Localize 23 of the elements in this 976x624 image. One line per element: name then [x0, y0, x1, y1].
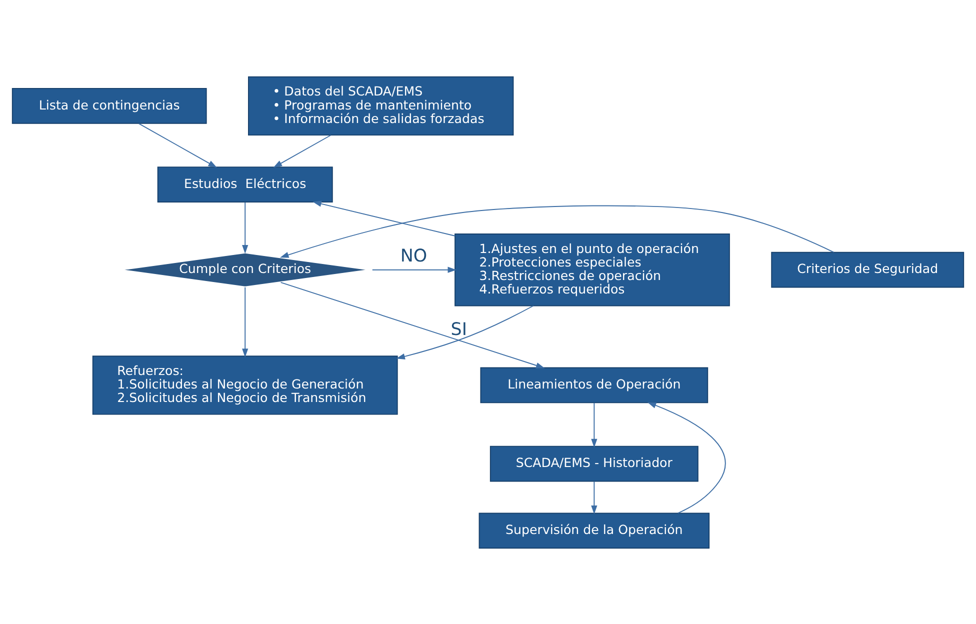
arrow [372, 266, 456, 272]
arrow [242, 286, 248, 357]
arrow [273, 134, 332, 168]
node-box: • Datos del SCADA/EMS • Programas de mantenimiento • Información de salidas forzadas [248, 76, 514, 136]
arrow [312, 200, 456, 236]
arrow [138, 122, 217, 168]
arrow [242, 201, 248, 254]
arrow [591, 402, 598, 448]
node-box: Refuerzos: 1.Solicitudes al Negocio de Generación 2.Solicitudes al Negocio de Transmisión [92, 355, 398, 414]
node-box: 1.Ajustes en el punto de operación 2.Protecciones especiales 3.Restricciones de operación 4.Refuerzos requeridos [454, 232, 730, 306]
node-box: Supervisión de la Operación [478, 512, 710, 548]
node-box: Criterios de Seguridad [771, 251, 964, 288]
arrow [647, 402, 726, 514]
edge-label: SI [450, 320, 468, 340]
arrow [280, 281, 545, 368]
node-box: Lista de contingencias [12, 88, 207, 124]
node-box: Lineamientos de Operación [480, 366, 708, 403]
node-box: SCADA/EMS - Historiador [490, 445, 698, 482]
edge-label: NO [400, 246, 428, 266]
arrow [396, 304, 534, 359]
arrow [591, 480, 598, 514]
node-box: Estudios Eléctricos [157, 166, 333, 202]
arrow [280, 204, 834, 258]
